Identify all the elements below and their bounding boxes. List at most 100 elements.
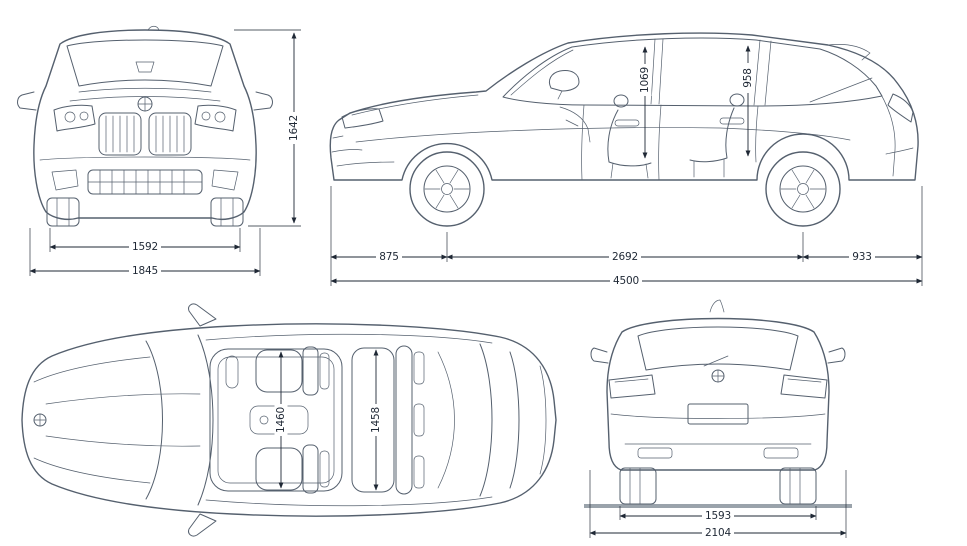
side-d-pillar-line xyxy=(809,77,873,103)
front-roof-antenna xyxy=(147,25,160,31)
top-rear-bench-cushion xyxy=(351,347,395,493)
top-sunroof-glass xyxy=(217,356,335,484)
rear-mirror-left xyxy=(590,347,609,364)
side-tailgate-seam xyxy=(875,85,896,177)
side-rear-seat xyxy=(689,107,735,163)
side-front-headroom-value: 1069 xyxy=(639,67,651,93)
front-intake-grid xyxy=(87,169,203,195)
side-front-bumper-lines xyxy=(331,135,395,167)
rear-mirror-right xyxy=(827,347,846,364)
side-front-spokes xyxy=(424,169,470,209)
top-rear-headrest-right xyxy=(413,455,425,489)
side-rear-overhang-value: 933 xyxy=(852,251,871,263)
rear-roundel-cross xyxy=(711,369,725,383)
side-dashboard xyxy=(559,106,591,143)
front-track-label-bg xyxy=(129,240,161,254)
front-wheel-left xyxy=(46,197,80,227)
side-view: 1069 958 875 2692 933 4500 xyxy=(329,32,923,288)
top-windshield-rear-edge xyxy=(197,334,214,506)
side-rear-overhang-label-bg xyxy=(849,250,875,264)
rear-antenna-fin xyxy=(709,299,725,313)
rear-view: 1593 2104 xyxy=(584,299,852,540)
rear-reflector-left xyxy=(637,447,673,459)
side-hood-cutline xyxy=(351,94,479,116)
front-headlight-left-lens-inner xyxy=(79,111,89,121)
top-tailgate-edge xyxy=(539,365,547,475)
rear-track-dimension: 1593 xyxy=(619,506,817,523)
rear-reflector-right xyxy=(763,447,799,459)
rear-taillight-right-detail xyxy=(787,378,822,383)
side-rear-headrest xyxy=(729,93,745,107)
top-front-width-dimension: 1460 xyxy=(274,351,288,489)
top-rear-headrest-center xyxy=(413,403,425,437)
rear-track-label-bg xyxy=(702,509,734,523)
side-headlight xyxy=(341,108,384,129)
top-front-seat-left-backrest xyxy=(302,346,319,396)
side-rear-headroom-label-bg xyxy=(741,63,755,93)
top-rear-headrest-left xyxy=(413,351,425,385)
top-gear-selector xyxy=(259,415,269,425)
top-rear-bench-backrest xyxy=(395,345,413,495)
rear-body-outline xyxy=(606,317,830,471)
rear-license-plate xyxy=(687,403,749,425)
side-overall-length-label-bg xyxy=(610,274,642,288)
top-rear-width-value: 1458 xyxy=(370,407,382,433)
rear-bumper-crease xyxy=(610,413,826,419)
top-body-outline xyxy=(21,323,557,517)
front-headlight-left xyxy=(53,104,96,132)
front-kidney-grille-right xyxy=(148,112,192,156)
side-mirror xyxy=(548,70,580,92)
front-width-value: 1845 xyxy=(132,265,158,277)
rear-width-dimension: 2104 xyxy=(589,470,847,540)
rear-wheel-left xyxy=(619,467,657,505)
side-extension-lines xyxy=(330,186,923,286)
side-rear-spokes xyxy=(780,169,826,209)
front-headlight-left-lens-outer xyxy=(64,111,76,123)
top-front-width-value: 1460 xyxy=(275,407,287,433)
side-rear-bumper-line xyxy=(885,147,914,155)
front-height-dimension: 1642 xyxy=(234,29,301,227)
rear-width-value: 2104 xyxy=(705,527,731,539)
ground-shadow xyxy=(584,504,852,508)
front-body-outline xyxy=(33,29,257,221)
front-grille-bars xyxy=(105,115,185,153)
top-front-width-label: 1460 xyxy=(274,404,288,436)
rear-window xyxy=(637,326,799,371)
side-front-rim xyxy=(423,165,471,213)
side-roof-spoiler xyxy=(827,44,871,61)
top-mirror-right xyxy=(188,513,217,537)
side-front-seat xyxy=(607,109,652,167)
side-overall-length-value: 4500 xyxy=(613,275,639,287)
top-steering-wheel xyxy=(225,355,239,389)
front-width-extension-lines xyxy=(29,228,261,276)
front-kidney-grille-left xyxy=(98,112,142,156)
front-headlight-right-lens-outer xyxy=(214,111,226,123)
top-rear-width-label: 1458 xyxy=(369,404,383,436)
side-b-pillar xyxy=(650,38,664,105)
top-rear-width-dimension: 1458 xyxy=(369,349,383,491)
side-length-dimensions: 875 2692 933 4500 xyxy=(330,186,923,288)
side-wheelbase-label-bg xyxy=(609,250,641,264)
top-mirror-left xyxy=(188,303,217,327)
side-taillight xyxy=(887,93,914,123)
front-mirror-left xyxy=(17,91,37,111)
rear-track-value: 1593 xyxy=(705,510,731,522)
top-view: 1460 1458 xyxy=(21,303,557,537)
side-rear-tire xyxy=(765,151,841,227)
rear-wiper xyxy=(703,355,729,367)
front-bumper-crease xyxy=(39,156,251,161)
top-roundel-cross xyxy=(33,413,47,427)
side-glasshouse xyxy=(502,37,883,107)
side-door-handle-front xyxy=(614,119,640,127)
top-front-width-label-bg xyxy=(274,404,288,436)
front-height-value: 1642 xyxy=(288,115,300,141)
front-windshield xyxy=(66,39,224,87)
rear-taillight-left-detail xyxy=(614,378,649,383)
top-front-seat-right-cushion xyxy=(255,447,303,491)
top-hood-creases xyxy=(33,356,201,484)
front-wheel-right xyxy=(210,197,244,227)
top-front-seat-left-headrest xyxy=(319,352,330,390)
side-body-outline xyxy=(329,32,919,181)
side-a-pillar-inner xyxy=(510,49,574,96)
